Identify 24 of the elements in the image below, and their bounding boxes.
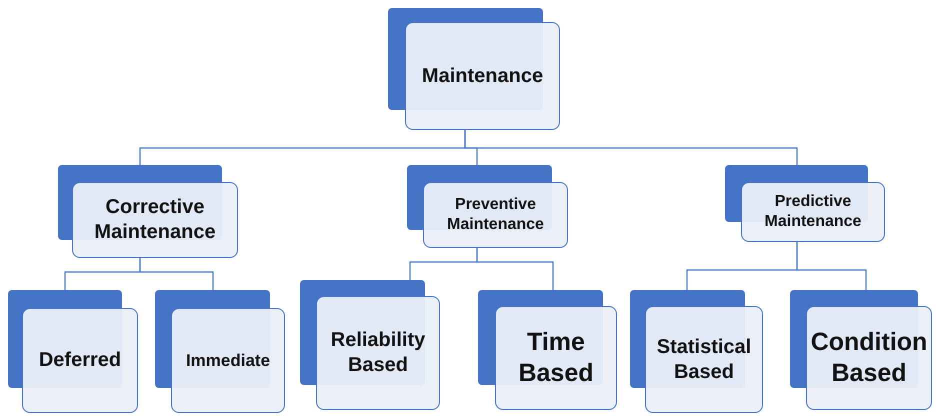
node-label: Statistical Based <box>656 334 752 384</box>
connector-line <box>464 130 798 165</box>
connector-line <box>796 242 867 290</box>
connector-line <box>476 248 554 290</box>
node-label: Reliability Based <box>330 328 426 378</box>
node-label: Condition Based <box>810 326 928 389</box>
node-label: Deferred <box>38 348 122 373</box>
process-box <box>8 290 138 413</box>
process-box <box>478 290 617 410</box>
process-box <box>790 290 932 410</box>
node-label: Time Based <box>517 326 595 389</box>
process-box <box>725 165 885 242</box>
process-box <box>630 290 763 413</box>
node-label: Predictive Maintenance <box>764 192 862 232</box>
process-box <box>155 290 285 413</box>
connector-line <box>139 258 214 290</box>
node-label: Maintenance <box>422 64 544 88</box>
node-label: Corrective Maintenance <box>93 195 217 245</box>
process-box <box>300 280 440 410</box>
process-box <box>388 8 560 130</box>
node-label: Preventive Maintenance <box>446 195 545 235</box>
node-label: Immediate <box>186 350 270 372</box>
process-box <box>58 165 238 258</box>
process-box <box>407 165 568 248</box>
